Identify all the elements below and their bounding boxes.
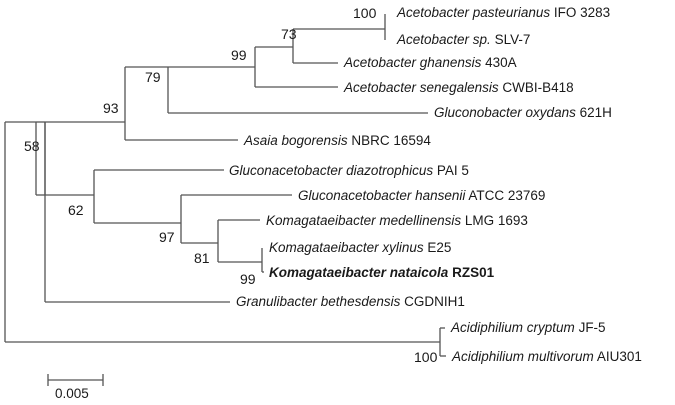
taxon-label-acetobacter-sp: Acetobacter sp. SLV-7 [396, 32, 530, 47]
taxon-label-acidiphilium-multivorum: Acidiphilium multivorum AIU301 [451, 349, 642, 364]
bootstrap-93: 93 [103, 100, 119, 116]
taxon-label-acetobacter-ghanensis: Acetobacter ghanensis 430A [343, 55, 517, 70]
taxon-labels: Acetobacter pasteurianus IFO 3283 Acetob… [229, 5, 642, 364]
taxon-label-acidiphilium-cryptum: Acidiphilium cryptum JF-5 [450, 320, 606, 335]
bootstrap-62: 62 [68, 202, 84, 218]
taxon-label-asaia-bogorensis: Asaia bogorensis NBRC 16594 [243, 133, 431, 148]
taxon-label-komagataeibacter-xylinus: Komagataeibacter xylinus E25 [269, 240, 451, 255]
bootstrap-97: 97 [159, 229, 175, 245]
bootstrap-58: 58 [24, 138, 40, 154]
taxon-label-acetobacter-senegalensis: Acetobacter senegalensis CWBI-B418 [343, 80, 574, 95]
taxon-label-granulibacter-bethesdensis: Granulibacter bethesdensis CGDNIH1 [236, 294, 465, 309]
taxon-label-komagataeibacter-medellinensis: Komagataeibacter medellinensis LMG 1693 [266, 213, 528, 228]
bootstrap-79: 79 [145, 69, 161, 85]
bootstrap-99-komagataeibacter: 99 [240, 271, 256, 287]
bootstrap-100-acetobacter: 100 [353, 5, 377, 21]
bootstrap-81: 81 [194, 250, 210, 266]
bootstrap-73: 73 [281, 26, 297, 42]
taxon-label-gluconobacter-oxydans: Gluconobacter oxydans 621H [434, 105, 612, 120]
taxon-label-gluconacetobacter-diazotrophicus: Gluconacetobacter diazotrophicus PAI 5 [229, 163, 469, 178]
bootstrap-values: 100 73 99 79 93 58 62 97 81 99 100 [24, 5, 438, 365]
scale-bar: 0.005 [47, 374, 104, 401]
taxon-label-komagataeibacter-nataicola: Komagataeibacter nataicola RZS01 [269, 265, 495, 280]
taxon-label-gluconacetobacter-hansenii: Gluconacetobacter hansenii ATCC 23769 [298, 188, 545, 203]
taxon-label-acetobacter-pasteurianus: Acetobacter pasteurianus IFO 3283 [396, 5, 610, 20]
scale-bar-label: 0.005 [55, 386, 89, 401]
bootstrap-99-acetobacter: 99 [231, 47, 247, 63]
bootstrap-100-acidiphilium: 100 [414, 349, 438, 365]
tree-branches [4, 14, 446, 357]
